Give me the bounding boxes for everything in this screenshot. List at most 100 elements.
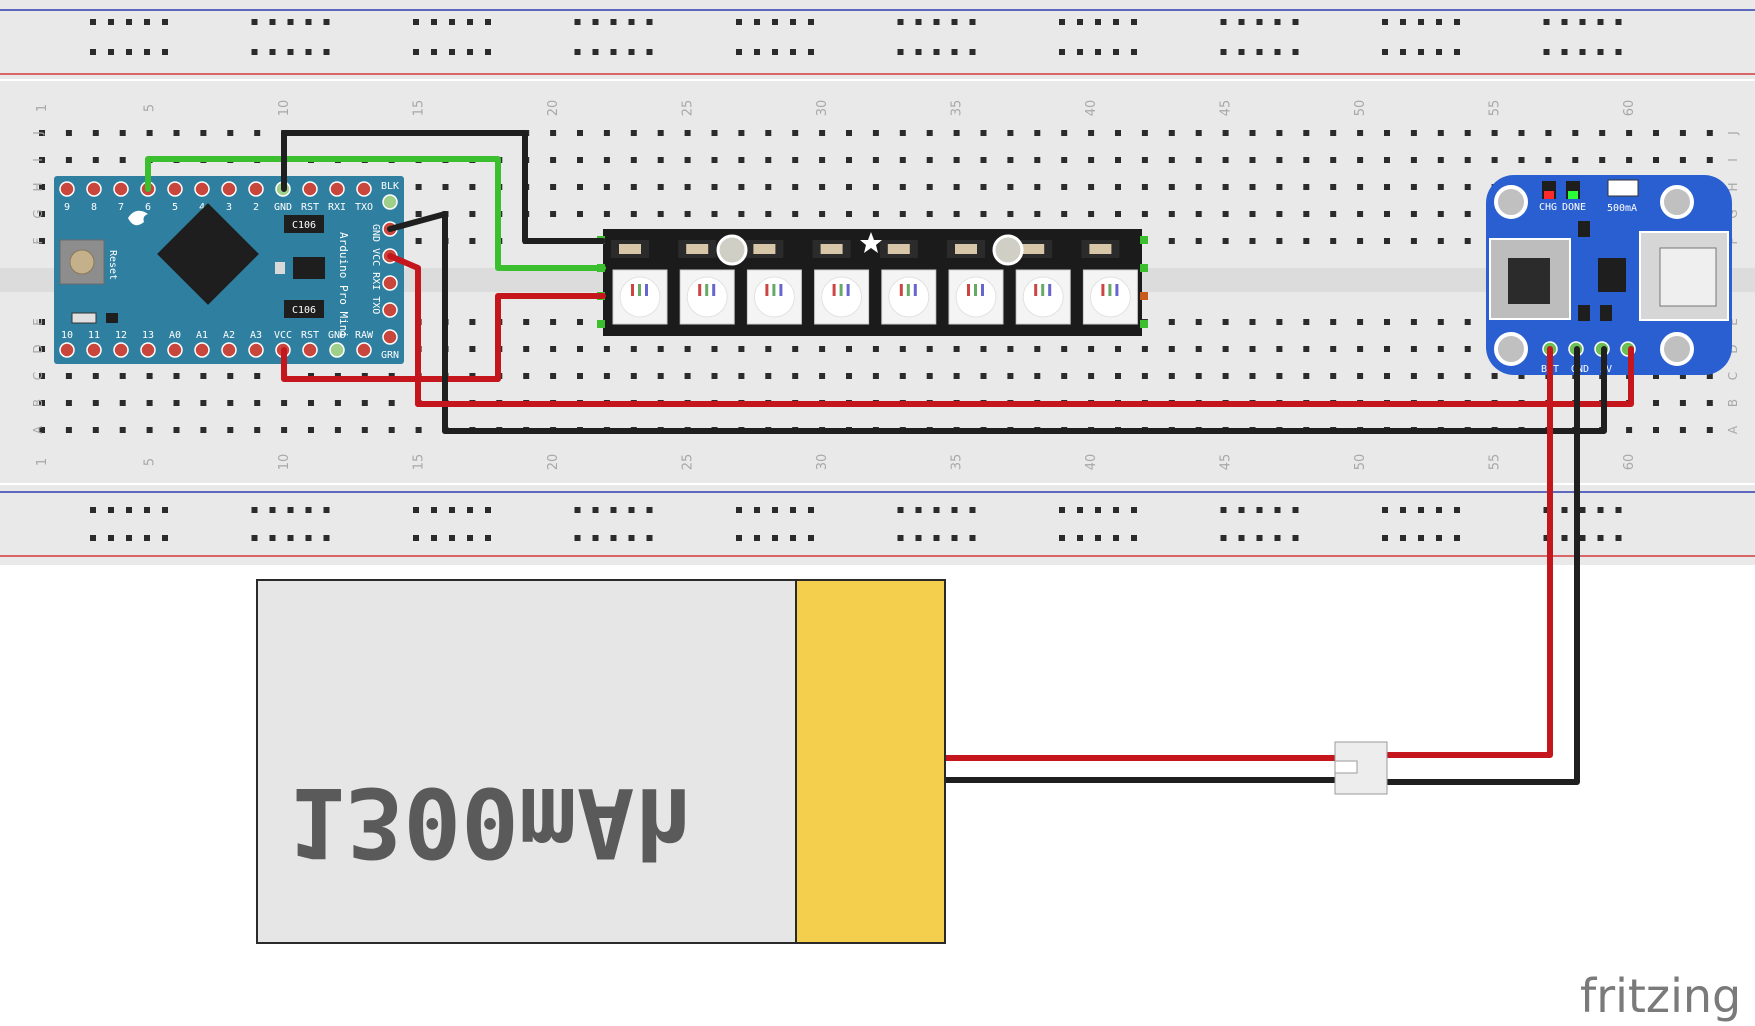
breadboard-hole bbox=[92, 157, 99, 163]
breadboard-hole bbox=[630, 130, 637, 136]
wire-green-data[interactable] bbox=[145, 156, 606, 271]
rail-hole bbox=[1615, 507, 1622, 513]
rail-hole bbox=[1113, 19, 1119, 25]
breadboard-hole bbox=[765, 130, 772, 136]
rail-hole bbox=[1238, 535, 1245, 541]
wire-red-5v-bus[interactable] bbox=[415, 346, 1634, 407]
arduino-reset-button[interactable] bbox=[69, 249, 95, 275]
wire-black-arduino-gnd[interactable] bbox=[387, 211, 448, 434]
rail-hole bbox=[610, 507, 617, 513]
breadboard-hole bbox=[1222, 157, 1229, 163]
wire-black-led-gnd[interactable] bbox=[281, 130, 606, 244]
breadboard-hole bbox=[738, 130, 745, 136]
breadboard-hole bbox=[630, 157, 637, 163]
breadboard-hole bbox=[1034, 130, 1041, 136]
breadboard-hole bbox=[872, 184, 879, 190]
breadboard-hole bbox=[1410, 211, 1417, 217]
breadboard-hole bbox=[872, 130, 879, 136]
rail-hole bbox=[1543, 49, 1550, 55]
breadboard-hole bbox=[1491, 373, 1498, 379]
row-letter-label: H bbox=[1726, 182, 1740, 191]
breadboard-hole bbox=[1706, 427, 1713, 433]
wire-black-gnd-bus[interactable] bbox=[442, 346, 1607, 434]
breadboard-hole bbox=[792, 184, 799, 190]
arduino-right-pin-labels: GND VCC RXI TXO bbox=[370, 224, 381, 314]
column-number-label: 50 bbox=[1353, 454, 1368, 471]
wire-red-battery[interactable] bbox=[1385, 346, 1553, 758]
breadboard-hole bbox=[1518, 373, 1525, 379]
rail-hole bbox=[1131, 535, 1137, 541]
row-letter-label: C bbox=[1726, 372, 1740, 380]
rail-hole bbox=[1597, 535, 1604, 541]
rail-hole bbox=[1615, 19, 1622, 25]
rail-hole bbox=[1256, 535, 1263, 541]
arduino-top-pad bbox=[221, 181, 237, 197]
breadboard-hole bbox=[1330, 238, 1337, 244]
rail-hole bbox=[305, 19, 312, 25]
breadboard-hole bbox=[980, 346, 987, 352]
rail-hole bbox=[1400, 507, 1406, 513]
rail-hole bbox=[1418, 507, 1424, 513]
arduino-resistor bbox=[275, 262, 285, 274]
breadboard-hole bbox=[469, 211, 476, 217]
rail-hole bbox=[646, 507, 653, 513]
rail-hole bbox=[485, 507, 491, 513]
breadboard-hole bbox=[577, 184, 583, 190]
breadboard-hole bbox=[1007, 346, 1014, 352]
breadboard-hole bbox=[1706, 373, 1713, 379]
rail-hole bbox=[1579, 49, 1586, 55]
rail-hole bbox=[108, 535, 114, 541]
breadboard-hole bbox=[846, 346, 852, 352]
breadboard-hole bbox=[1384, 346, 1390, 352]
lipo-battery: 1300mAh bbox=[256, 579, 1388, 944]
breadboard-hole bbox=[1141, 211, 1148, 217]
breadboard-hole bbox=[1168, 238, 1175, 244]
wire-black-battery[interactable] bbox=[1385, 346, 1580, 785]
rail-hole bbox=[754, 49, 760, 55]
rail-hole bbox=[1274, 49, 1281, 55]
rail-hole bbox=[1561, 19, 1568, 25]
rail-hole bbox=[736, 507, 742, 513]
wire-red-arduino-vcc[interactable] bbox=[387, 253, 421, 407]
breadboard-hole bbox=[119, 130, 126, 136]
breadboard-hole bbox=[1357, 238, 1364, 244]
arduino-top-pin-label: 4 bbox=[199, 202, 205, 213]
rail-hole bbox=[628, 19, 635, 25]
rail-hole bbox=[1059, 507, 1065, 513]
rail-hole bbox=[1274, 535, 1281, 541]
charger-led-chg-light bbox=[1544, 191, 1554, 199]
breadboard-hole bbox=[1626, 130, 1633, 136]
breadboard-hole bbox=[1195, 238, 1202, 244]
breadboard-hole bbox=[738, 346, 745, 352]
battery-body bbox=[256, 579, 797, 944]
breadboard-hole bbox=[65, 157, 72, 163]
breadboard-hole bbox=[39, 238, 45, 244]
breadboard-hole bbox=[711, 373, 718, 379]
column-number-label: 50 bbox=[1353, 100, 1368, 117]
arduino-bottom-pad bbox=[86, 342, 102, 358]
charger-jumper bbox=[1607, 179, 1639, 197]
wire-red-led-vcc[interactable] bbox=[281, 293, 606, 382]
breadboard-hole bbox=[630, 373, 637, 379]
breadboard-hole bbox=[1061, 157, 1068, 163]
breadboard-hole bbox=[92, 373, 99, 379]
breadboard-hole bbox=[334, 400, 341, 406]
arduino-mcu-chip bbox=[157, 203, 259, 305]
arduino-regulator bbox=[293, 257, 325, 279]
breadboard-hole bbox=[1222, 373, 1229, 379]
neopixel-die-green bbox=[638, 284, 641, 296]
breadboard-hole bbox=[308, 400, 314, 406]
breadboard-hole bbox=[1464, 157, 1471, 163]
breadboard-hole bbox=[39, 373, 45, 379]
breadboard-hole bbox=[1034, 373, 1041, 379]
breadboard-hole bbox=[1249, 157, 1256, 163]
row-letter-label: F bbox=[1726, 237, 1740, 244]
rail-hole bbox=[1454, 49, 1460, 55]
charger-part-3 bbox=[1600, 305, 1612, 321]
breadboard-hole bbox=[684, 211, 691, 217]
breadboard-hole bbox=[872, 346, 879, 352]
rail-hole bbox=[1292, 507, 1299, 513]
charger-ic bbox=[1598, 258, 1626, 292]
